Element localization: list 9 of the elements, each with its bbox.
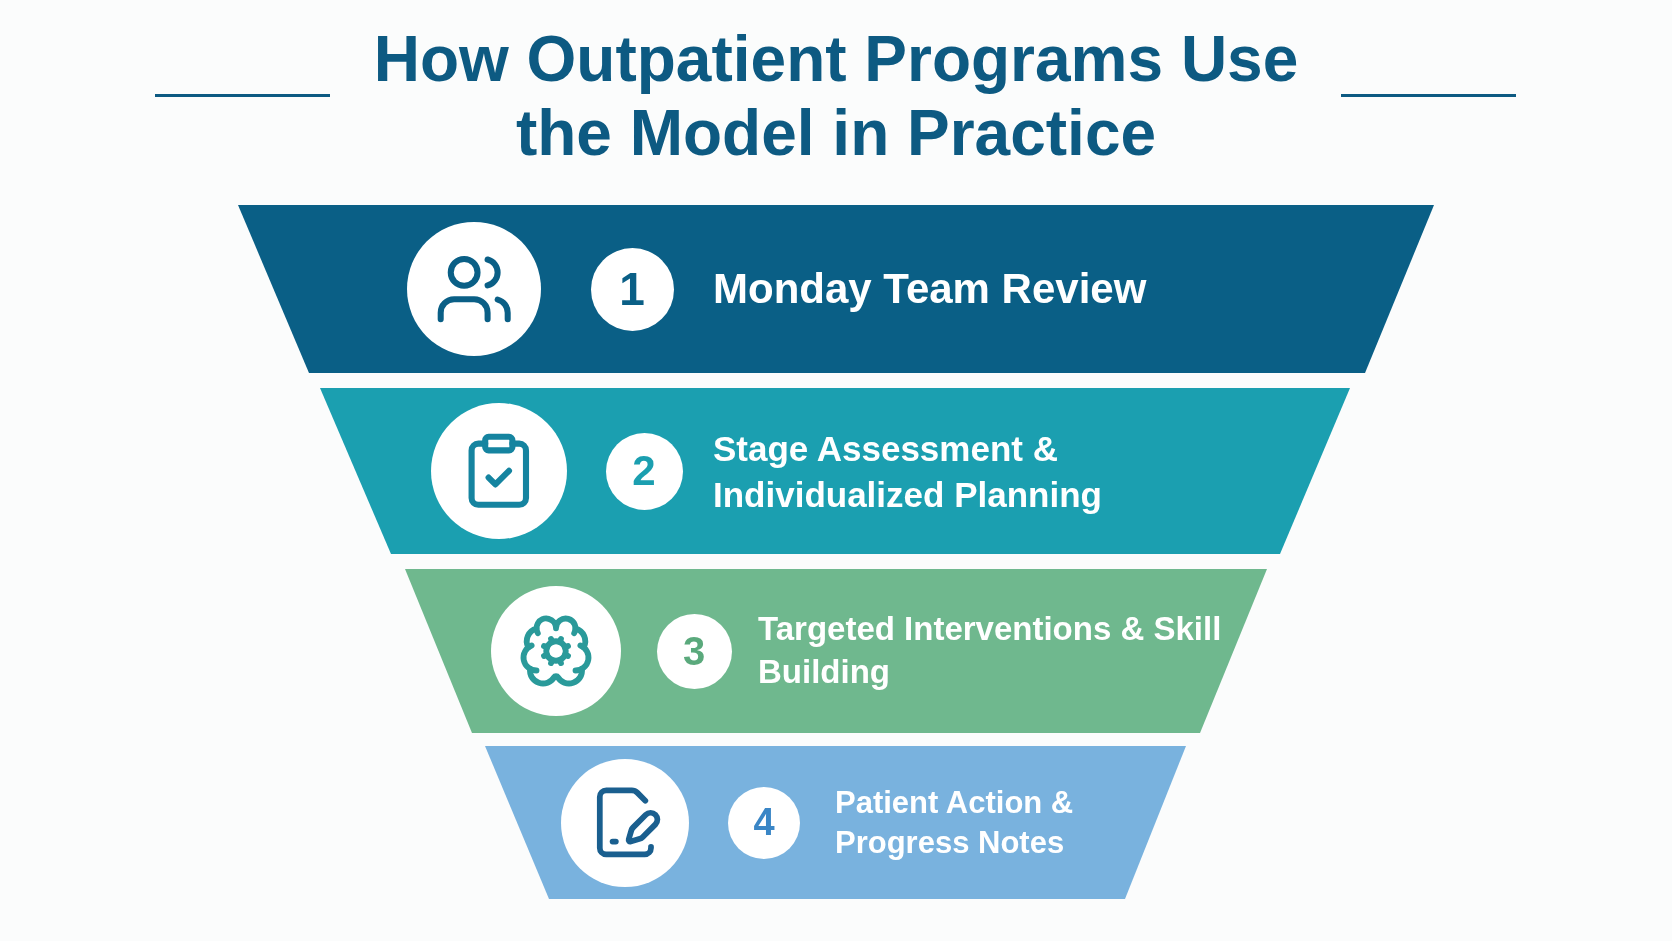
- step-number: 3: [656, 613, 732, 689]
- step-title: Targeted Interventions & Skill Building: [758, 609, 1223, 692]
- step-title: Stage Assessment & Individualized Planning: [713, 427, 1103, 516]
- step-title: Patient Action & Progress Notes: [835, 783, 1075, 862]
- title: How Outpatient Programs Use the Model in Practice: [372, 22, 1300, 170]
- step-number: 1: [590, 247, 674, 331]
- step-number: 2: [605, 432, 683, 510]
- step-title: Monday Team Review: [713, 263, 1148, 314]
- step-number: 4: [728, 786, 800, 859]
